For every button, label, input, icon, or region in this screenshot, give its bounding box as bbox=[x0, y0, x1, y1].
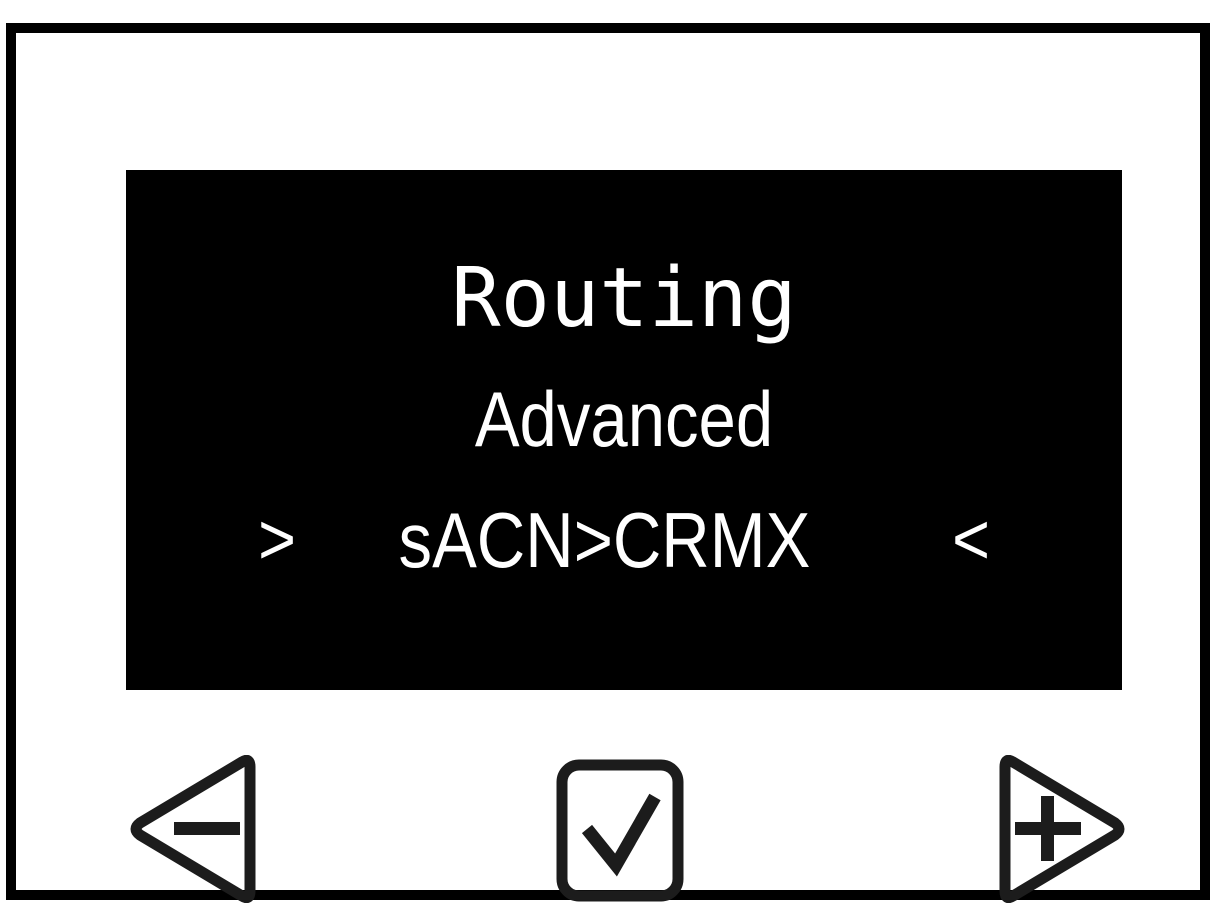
display-value: sACN>CRMX bbox=[398, 496, 810, 584]
confirm-button[interactable] bbox=[554, 758, 702, 903]
increment-button[interactable] bbox=[989, 755, 1129, 903]
prev-arrow-indicator: > bbox=[258, 500, 296, 580]
triangle-right-plus-icon bbox=[999, 755, 1125, 903]
device-frame: Routing Advanced > sACN>CRMX < bbox=[6, 23, 1210, 903]
decrement-button[interactable] bbox=[126, 755, 266, 903]
display-value-row: > sACN>CRMX < bbox=[126, 495, 1122, 585]
display-title: Routing bbox=[451, 251, 797, 346]
display-subtitle: Advanced bbox=[474, 375, 774, 463]
check-icon bbox=[556, 759, 684, 902]
triangle-left-minus-icon bbox=[130, 755, 256, 903]
lcd-display: Routing Advanced > sACN>CRMX < bbox=[126, 170, 1122, 690]
next-arrow-indicator: < bbox=[952, 500, 990, 580]
button-row bbox=[16, 733, 1200, 903]
